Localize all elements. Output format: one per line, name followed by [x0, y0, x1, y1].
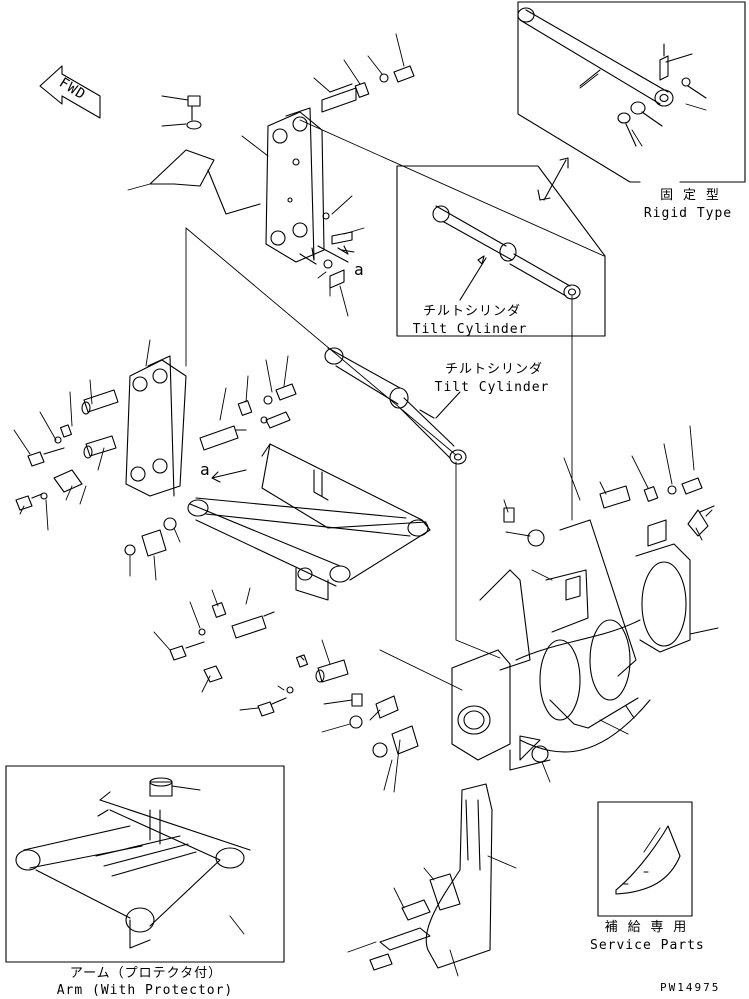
tilt-cylinder-middle	[324, 347, 467, 465]
marker-a-upper: a	[354, 260, 365, 279]
marker-a-middle: a	[200, 460, 211, 479]
arm-link	[187, 443, 431, 601]
upper-bracket	[149, 65, 415, 289]
service-parts-en: Service Parts	[590, 938, 705, 953]
arm-with-protector-inset	[5, 765, 285, 963]
service-parts-ja: 補 給 専 用	[604, 920, 688, 935]
arm-with-protector-ja: アーム（プロテクタ付）	[69, 966, 223, 981]
rigid-type-ja: 固 定 型	[660, 188, 720, 203]
tilt-cylinder-upper-en: Tilt Cylinder	[412, 322, 528, 337]
tilt-cylinder-middle-en: Tilt Cylinder	[434, 380, 550, 395]
swap-double-arrow	[537, 157, 569, 201]
beam-assembly	[451, 477, 715, 771]
arm-with-protector-en: Arm (With Protector)	[56, 983, 234, 998]
drawing-number: PW14975	[660, 981, 721, 994]
shank-and-tip	[369, 783, 493, 971]
tilt-cylinder-middle-ja: チルトシリンダ	[444, 362, 543, 377]
rigid-type-inset	[517, 1, 746, 183]
service-parts-inset	[597, 801, 693, 917]
arm-small-parts	[124, 517, 419, 758]
callout-leaders	[13, 33, 719, 977]
left-bracket	[15, 355, 297, 511]
tilt-cylinder-upper-ja: チルトシリンダ	[422, 304, 521, 319]
leader-lines	[185, 119, 605, 691]
rigid-type-en: Rigid Type	[643, 206, 733, 221]
fwd-arrow	[39, 65, 101, 119]
